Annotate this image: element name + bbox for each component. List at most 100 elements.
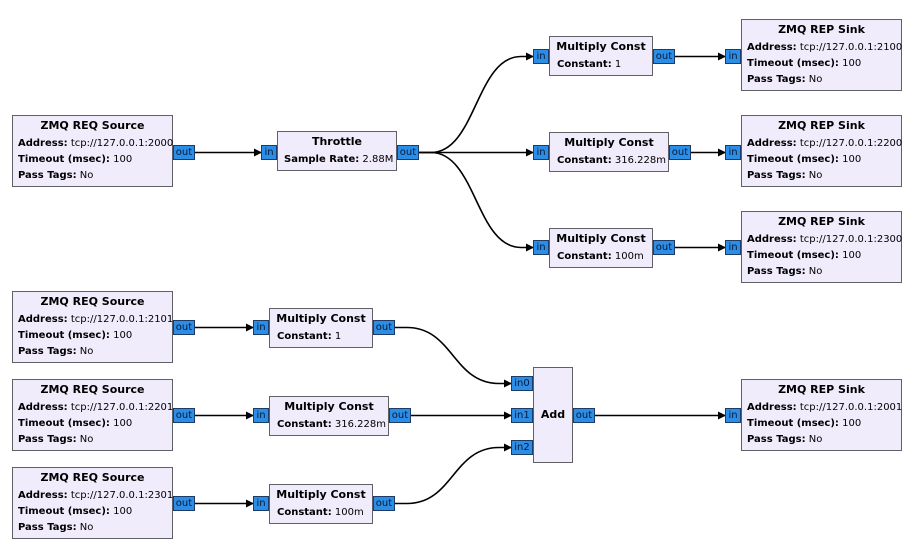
input-port[interactable]: in [533,145,549,160]
multiply-const-block[interactable]: Multiply Const Constant: 316.228m [269,396,389,436]
input-port[interactable]: in [253,320,269,335]
input-port[interactable]: in [261,145,277,160]
block-title: Multiply Const [276,488,366,501]
input-port[interactable]: in0 [511,376,533,391]
input-port[interactable]: in1 [511,408,533,423]
add-block[interactable]: Add [533,367,573,463]
output-port[interactable]: out [573,408,595,423]
param-name: Address: [747,402,797,413]
block-title: ZMQ REQ Source [40,383,145,396]
param-value: No [808,170,823,181]
input-port[interactable]: in [725,49,741,64]
output-port[interactable]: out [653,49,675,64]
throttle-block[interactable]: Throttle Sample Rate: 2.88M [277,131,397,171]
block-title: Multiply Const [556,232,646,245]
zmq-rep-sink-block[interactable]: ZMQ REP Sink Address: tcp://127.0.0.1:21… [741,19,902,91]
input-port[interactable]: in [253,496,269,511]
param-name: Constant: [557,251,612,262]
input-port[interactable]: in [533,240,549,255]
param-value: tcp://127.0.0.1:2100 [799,42,903,53]
zmq-req-source-block[interactable]: ZMQ REQ Source Address: tcp://127.0.0.1:… [12,467,173,539]
param-value: No [808,266,823,277]
param-value: 100 [842,250,862,261]
param-name: Pass Tags: [18,170,77,181]
output-port[interactable]: out [173,320,195,335]
param-value: 1 [334,331,342,342]
zmq-req-source-block[interactable]: ZMQ REQ Source Address: tcp://127.0.0.1:… [12,115,173,187]
param-value: tcp://127.0.0.1:2000 [70,138,174,149]
block-title: Multiply Const [556,40,646,53]
output-port[interactable]: out [373,320,395,335]
param-name: Timeout (msec): [18,330,110,341]
multiply-const-block[interactable]: Multiply Const Constant: 1 [549,36,653,76]
input-port[interactable]: in [533,49,549,64]
input-port[interactable]: in [725,408,741,423]
param-value: 316.228m [614,155,666,166]
zmq-rep-sink-block[interactable]: ZMQ REP Sink Address: tcp://127.0.0.1:22… [741,115,902,187]
block-title: Add [540,408,566,421]
block-title: Multiply Const [276,312,366,325]
input-port[interactable]: in [253,408,269,423]
zmq-rep-sink-block[interactable]: ZMQ REP Sink Address: tcp://127.0.0.1:20… [741,379,902,451]
param-name: Pass Tags: [18,434,77,445]
block-title: Multiply Const [564,136,654,149]
connection-wire[interactable] [395,326,512,388]
param-value: 1 [614,59,622,70]
output-port[interactable]: out [173,408,195,423]
output-port[interactable]: out [653,240,675,255]
param-value: 100 [113,330,133,341]
param-name: Pass Tags: [747,434,806,445]
param-value: 100 [842,418,862,429]
multiply-const-block[interactable]: Multiply Const Constant: 1 [269,308,373,348]
multiply-const-block[interactable]: Multiply Const Constant: 100m [549,228,653,268]
param-name: Timeout (msec): [747,58,839,69]
param-name: Pass Tags: [747,170,806,181]
connection-wire[interactable] [395,443,512,505]
param-name: Constant: [277,419,332,430]
multiply-const-block[interactable]: Multiply Const Constant: 100m [269,484,373,524]
param-value: tcp://127.0.0.1:2101 [70,314,174,325]
param-name: Address: [18,402,68,413]
output-port[interactable]: out [397,145,419,160]
output-port[interactable]: out [173,145,195,160]
param-name: Address: [747,42,797,53]
param-value: No [79,434,94,445]
param-value: 316.228m [334,419,386,430]
block-title: Throttle [311,135,363,148]
output-port[interactable]: out [669,145,691,160]
zmq-rep-sink-block[interactable]: ZMQ REP Sink Address: tcp://127.0.0.1:23… [741,211,902,283]
input-port[interactable]: in [725,240,741,255]
connection-wire[interactable] [419,52,534,154]
param-name: Pass Tags: [18,522,77,533]
param-name: Timeout (msec): [18,506,110,517]
zmq-req-source-block[interactable]: ZMQ REQ Source Address: tcp://127.0.0.1:… [12,291,173,363]
input-port[interactable]: in [725,145,741,160]
multiply-const-block[interactable]: Multiply Const Constant: 316.228m [549,132,669,172]
output-port[interactable]: out [173,496,195,511]
input-port[interactable]: in2 [511,440,533,455]
connection-wire[interactable] [419,151,534,252]
param-name: Pass Tags: [747,74,806,85]
param-value: 100 [113,154,133,165]
param-name: Constant: [557,59,612,70]
block-title: ZMQ REP Sink [778,119,865,132]
output-port[interactable]: out [389,408,411,423]
param-name: Constant: [277,507,332,518]
block-title: ZMQ REQ Source [40,295,145,308]
param-name: Pass Tags: [18,346,77,357]
param-value: No [79,170,94,181]
param-name: Timeout (msec): [18,154,110,165]
param-value: No [808,434,823,445]
param-value: tcp://127.0.0.1:2301 [70,490,174,501]
param-name: Address: [18,138,68,149]
param-value: 100 [842,154,862,165]
param-value: 100m [334,507,364,518]
zmq-req-source-block[interactable]: ZMQ REQ Source Address: tcp://127.0.0.1:… [12,379,173,451]
param-value: tcp://127.0.0.1:2300 [799,234,903,245]
param-value: No [808,74,823,85]
block-title: ZMQ REQ Source [40,119,145,132]
output-port[interactable]: out [373,496,395,511]
block-title: Multiply Const [284,400,374,413]
